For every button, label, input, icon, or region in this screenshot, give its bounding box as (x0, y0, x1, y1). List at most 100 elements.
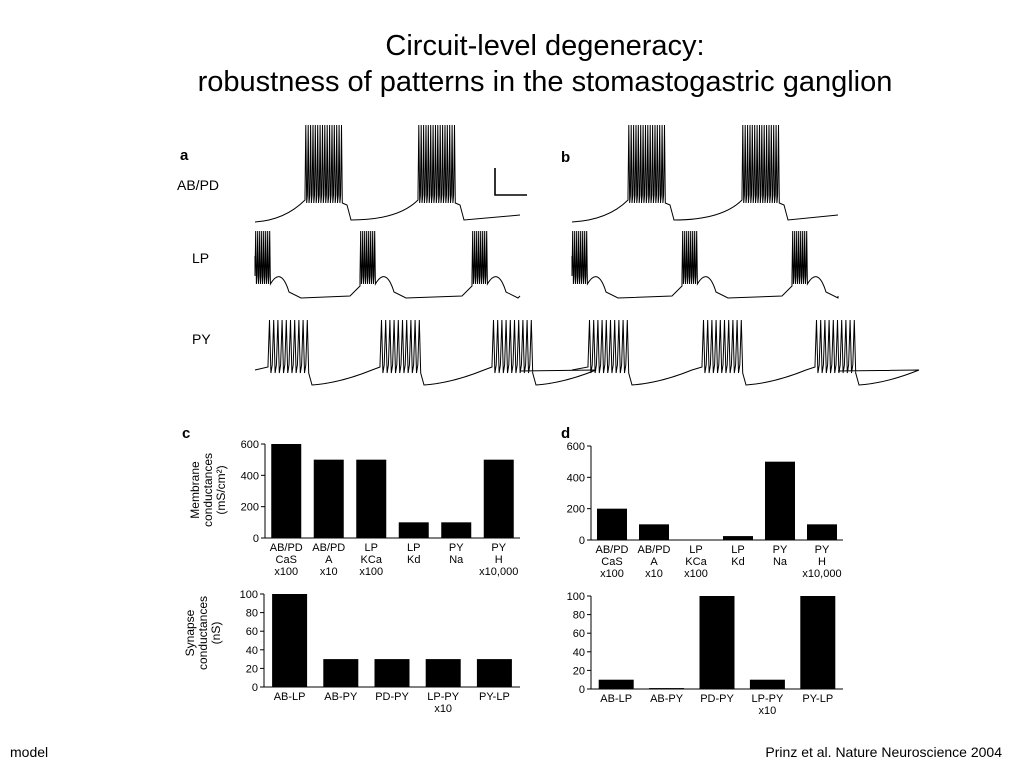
y-tick-label: 80 (573, 610, 585, 622)
y-tick-label: 0 (252, 682, 258, 694)
bar (313, 459, 344, 538)
panel-label-d: d (561, 425, 570, 442)
bar (649, 688, 685, 689)
y-tick-label: 100 (240, 589, 258, 601)
neuron-label-lp: LP (192, 250, 209, 266)
x-tick-label: H (495, 554, 503, 566)
x-tick-label: LP (407, 542, 420, 554)
y-tick-label: 600 (241, 439, 259, 451)
x-tick-label: LP-PY (427, 691, 459, 703)
slide-title: Circuit-level degeneracy: robustness of … (0, 28, 1024, 100)
bar (723, 536, 753, 540)
chart-1: 0200400600AB/PDCaSx100AB/PDAx10LPKCax100… (188, 439, 520, 578)
y-axis-label: (mS/cm²) (214, 465, 228, 514)
x-tick-label: PY-LP (802, 693, 833, 705)
x-tick-label: PY (773, 544, 788, 556)
y-tick-label: 0 (253, 533, 259, 545)
x-tick-label: AB-PY (650, 693, 684, 705)
y-tick-label: 100 (567, 591, 585, 603)
bar (639, 524, 669, 540)
x-tick-label: A (325, 554, 333, 566)
y-tick-label: 600 (567, 441, 585, 453)
x-tick-label: AB/PD (595, 544, 628, 556)
x-tick-label: PY (449, 542, 464, 554)
y-tick-label: 200 (567, 504, 585, 516)
scale-bar (494, 168, 527, 196)
y-tick-label: 200 (241, 502, 259, 514)
trace-b-abpd (571, 124, 839, 223)
y-tick-label: 0 (579, 684, 585, 696)
bar (356, 459, 387, 538)
x-tick-label: x10 (645, 568, 663, 580)
x-tick-label: KCa (685, 556, 707, 568)
x-tick-label: PY-LP (479, 691, 510, 703)
x-tick-label: CaS (601, 556, 622, 568)
x-tick-label: PD-PY (375, 691, 409, 703)
slide-title-line1: Circuit-level degeneracy: (385, 30, 705, 62)
bar (323, 659, 359, 687)
x-tick-label: AB/PD (312, 542, 345, 554)
bar (807, 524, 837, 540)
x-tick-label: PY (815, 544, 830, 556)
y-tick-label: 20 (573, 665, 585, 677)
trace-a-abpd (254, 124, 521, 223)
x-tick-label: CaS (276, 554, 297, 566)
bar (374, 659, 410, 687)
bar (398, 522, 429, 538)
slide-title-line2: robustness of patterns in the stomastoga… (197, 66, 893, 98)
voltage-traces (254, 124, 920, 386)
panel-label-c: c (182, 425, 190, 442)
x-tick-label: AB-LP (600, 693, 632, 705)
y-tick-label: 80 (246, 608, 258, 620)
x-tick-label: x100 (274, 566, 298, 578)
bar (476, 659, 512, 687)
x-tick-label: x100 (600, 568, 624, 580)
x-tick-label: Na (773, 556, 788, 568)
chart-2: 0200400600AB/PDCaSx100AB/PDAx10LPKCax100… (567, 441, 843, 580)
y-axis-label: conductances (196, 596, 210, 670)
x-tick-label: PY (491, 542, 506, 554)
x-tick-label: LP (689, 544, 702, 556)
y-tick-label: 40 (573, 647, 585, 659)
x-tick-label: AB/PD (637, 544, 670, 556)
x-tick-label: AB/PD (270, 542, 303, 554)
x-tick-label: AB-PY (324, 691, 358, 703)
bar (441, 522, 472, 538)
bar (800, 596, 836, 689)
citation: Prinz et al. Nature Neuroscience 2004 (765, 744, 1002, 760)
panel-label-b: b (561, 149, 570, 166)
footer-label: model (10, 744, 49, 760)
x-tick-label: A (650, 556, 658, 568)
x-tick-label: AB-LP (274, 691, 306, 703)
bar-charts: 0200400600AB/PDCaSx100AB/PDAx10LPKCax100… (183, 439, 843, 717)
x-tick-label: x10 (320, 566, 338, 578)
bar (272, 594, 308, 687)
trace-b-py (571, 319, 920, 386)
x-tick-label: H (818, 556, 826, 568)
bar (597, 508, 627, 540)
y-tick-label: 40 (246, 645, 258, 657)
x-tick-label: KCa (361, 554, 383, 566)
y-axis-label: (nS) (209, 622, 223, 645)
panel-label-a: a (180, 147, 189, 164)
bar (765, 461, 795, 540)
x-tick-label: LP (731, 544, 744, 556)
y-tick-label: 60 (573, 628, 585, 640)
y-axis-label: Membrane (188, 461, 202, 519)
y-tick-label: 60 (246, 626, 258, 638)
y-tick-label: 400 (241, 470, 259, 482)
x-tick-label: PD-PY (700, 693, 734, 705)
y-tick-label: 0 (579, 535, 585, 547)
x-tick-label: x100 (684, 568, 708, 580)
y-tick-label: 20 (246, 663, 258, 675)
x-tick-label: LP-PY (752, 693, 784, 705)
trace-a-lp (254, 230, 521, 299)
trace-b-lp (571, 230, 839, 299)
bar (598, 679, 634, 689)
bar (425, 659, 461, 687)
x-tick-label: x10,000 (479, 566, 518, 578)
neuron-label-abpd: AB/PD (177, 177, 219, 193)
